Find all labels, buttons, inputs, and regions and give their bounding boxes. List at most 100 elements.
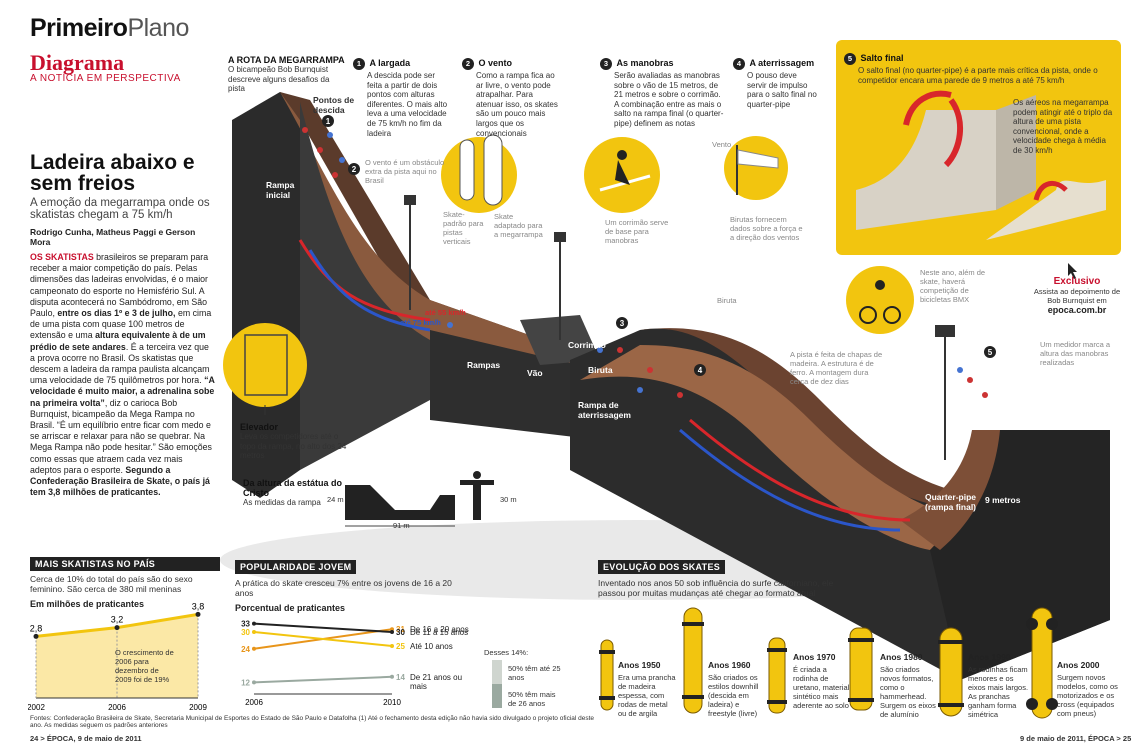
route-intro: A ROTA DA MEGARRAMPA O bicampeão Bob Bur…	[228, 55, 345, 94]
chart2-tick-label: 2010	[383, 698, 401, 707]
label-corrimao: Corrimão	[568, 340, 606, 350]
chart1-tick-label: 2009	[189, 703, 207, 712]
article-deck: A emoção da megarrampa onde os skatistas…	[30, 197, 210, 221]
chart2-point	[390, 627, 394, 632]
chart2-series-line	[253, 675, 393, 684]
svg-text:2: 2	[352, 165, 357, 174]
popularidade-section: POPULARIDADE JOVEM A prática do skate cr…	[235, 560, 452, 613]
chart1-tick-label: 2002	[28, 703, 45, 712]
step-4: 4 A aterrissagem O pouso deve servir de …	[733, 53, 818, 109]
chart1-point	[195, 611, 201, 617]
chart2-legend-label: De 11 a 15 anos	[410, 628, 468, 637]
label-speed-1: até 55 km/h	[425, 308, 466, 317]
skatistas-chart: 2,8 2002 3,2 2006 3,8 2009	[28, 602, 207, 712]
label-91m: 91 m	[393, 521, 410, 530]
chart2-series-line	[253, 631, 393, 647]
label-medidor: Um medidor marca a altura das manobras r…	[1040, 340, 1111, 367]
label-30m: 30 m	[500, 495, 517, 504]
exclusivo-box[interactable]: Exclusivo Assista ao depoimento de Bob B…	[1033, 276, 1121, 315]
article-body: OS SKATISTAS brasileiros se preparam par…	[30, 252, 215, 498]
chart2-point	[252, 646, 256, 651]
label-speed-2: até 75 km/h	[400, 318, 441, 327]
label-chapas: A pista é feita de chapas de madeira. A …	[790, 350, 883, 386]
label-vao: Vão	[527, 368, 543, 378]
chart2-data-label: 14	[396, 673, 405, 682]
quarter-pipe-illustration	[856, 90, 1106, 240]
chart2-data-label: 31	[396, 625, 405, 634]
footer-right: 9 de maio de 2011, ÉPOCA > 25	[1020, 734, 1132, 743]
label-quarter-pipe: Quarter-pipe (rampa final)	[925, 492, 977, 512]
final-jump-panel: 5 Salto final O salto final (no quarter-…	[836, 40, 1121, 255]
chart2-legend-label: mais	[410, 682, 427, 691]
evolucao-section: EVOLUÇÃO DOS SKATES Inventado nos anos 5…	[598, 560, 834, 598]
chart2-tick-label: 2006	[245, 698, 263, 707]
chart2-legend-label: De 21 anos ou	[410, 673, 462, 682]
chart2-data-label: 25	[396, 642, 405, 651]
chart2-data-label: 12	[241, 678, 250, 687]
label-rampa-aterrissagem: Rampa de aterrissagem	[578, 400, 631, 420]
label-skate-padrao: Skate-padrão para pistas verticais	[443, 210, 484, 246]
chart1-data-label: 3,2	[111, 615, 124, 625]
chart2-data-label: 30	[241, 628, 250, 637]
footer-left: 24 > ÉPOCA, 9 de maio de 2011	[30, 734, 142, 743]
step-2: 2 O vento Como a rampa fica ao ar livre,…	[462, 53, 562, 138]
svg-text:4: 4	[698, 366, 703, 375]
skatistas-note: O crescimento de 2006 para dezembro de 2…	[115, 648, 174, 684]
step-1: 1 A largada A descida pode ser feita a p…	[353, 53, 448, 138]
article-byline: Rodrigo Cunha, Matheus Paggi e Gerson Mo…	[30, 227, 196, 247]
section-title: Diagrama	[30, 50, 125, 75]
brand-logo: PrimeiroPlano	[30, 14, 189, 42]
label-vento: Vento	[712, 140, 732, 149]
chart2-point	[390, 630, 394, 634]
chart2-data-label: 24	[241, 645, 250, 654]
chart2-point	[390, 644, 394, 648]
label-vento-note: O vento é um obstáculo extra da pista aq…	[365, 158, 445, 185]
label-biruta: Biruta	[717, 296, 737, 305]
section-subtitle: A NOTÍCIA EM PERSPECTIVA	[30, 73, 181, 84]
chart1-point	[33, 633, 39, 639]
svg-text:1: 1	[326, 117, 331, 126]
chart1-point	[114, 625, 120, 631]
chart2-point	[252, 630, 256, 634]
final-jump-note: Os aéreos na megarrampa podem atingir at…	[1013, 98, 1113, 155]
lead-in: OS SKATISTAS	[30, 252, 94, 262]
label-rampa-inicial: Rampa inicial	[266, 180, 295, 200]
skateboards-illustration	[599, 607, 1058, 719]
chart2-point	[252, 680, 256, 685]
label-corrimao-note: Um corrimão serve de base para manobras	[605, 218, 669, 245]
label-pontos: Pontos de descida	[313, 95, 355, 115]
chart2-legend-label: De 16 a 20 anos	[410, 625, 469, 634]
label-birutas: Birutas fornecem dados sobre a força e a…	[730, 215, 803, 242]
label-9-metros: 9 metros	[985, 495, 1021, 505]
cristo-caption: Da altura da estátua do Cristo As medida…	[243, 478, 343, 507]
chart2-data-label: 33	[241, 620, 250, 629]
chart1-tick-label: 2006	[108, 703, 126, 712]
article-headline: Ladeira abaixo e sem freios	[30, 151, 195, 195]
chart2-legend-label: Até 10 anos	[410, 642, 453, 651]
footer-sources: Fontes: Confederação Brasileira de Skate…	[30, 715, 595, 729]
chart2-point	[390, 674, 394, 679]
label-rampas: Rampas	[467, 360, 501, 370]
svg-text:5: 5	[988, 348, 993, 357]
elevator-caption: Elevador Leva os competidores até o topo…	[240, 422, 347, 461]
chart1-data-label: 2,8	[30, 623, 43, 633]
chart2-series-line	[253, 622, 393, 633]
svg-text:3: 3	[620, 319, 625, 328]
chart2-point	[252, 621, 256, 626]
label-24m: 24 m	[327, 495, 344, 504]
label-biruta-track: Biruta	[588, 365, 613, 375]
step-3: 3 As manobras Serão avaliadas as manobra…	[600, 53, 725, 129]
label-bmx: Neste ano, além de skate, haverá competi…	[920, 268, 986, 304]
exclusivo-link[interactable]: epoca.com.br	[1047, 305, 1107, 315]
chart1-data-label: 3,8	[192, 602, 205, 611]
skatistas-section: MAIS SKATISTAS NO PAÍS Cerca de 10% do t…	[30, 557, 220, 609]
desses-box: Desses 14%: 50% têm até 25 anos 50% têm …	[484, 648, 561, 708]
chart2-data-label: 30	[396, 628, 405, 637]
